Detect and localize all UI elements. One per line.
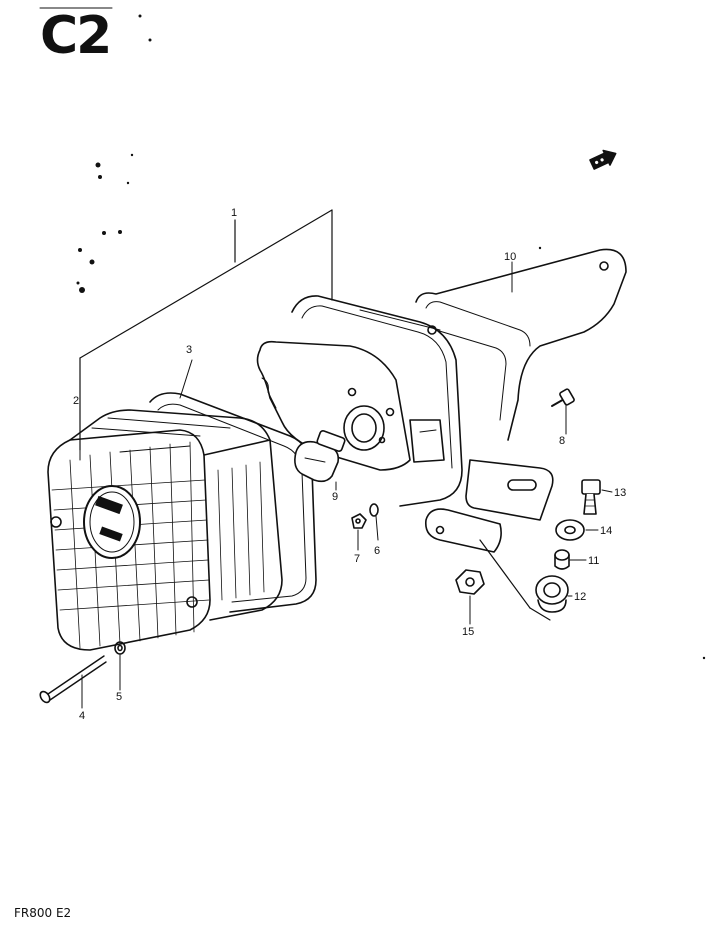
bolt-13 <box>581 479 601 515</box>
callout-13: 13 <box>614 487 627 499</box>
callout-1: 1 <box>231 207 238 219</box>
callout-12: 12 <box>574 591 587 603</box>
callout-9: 9 <box>332 491 339 503</box>
model-code: FR800 E2 <box>14 906 72 920</box>
callout-4: 4 <box>79 710 86 722</box>
callout-2: 2 <box>73 395 80 407</box>
callout-7: 7 <box>354 553 361 565</box>
title-marks <box>39 7 152 42</box>
scan-speckles <box>76 153 706 660</box>
mounting-bracket <box>415 248 627 621</box>
collar-11 <box>554 549 570 570</box>
callout-15: 15 <box>462 626 475 638</box>
washer-14 <box>555 519 585 541</box>
washer-5 <box>114 641 126 655</box>
callout-5: 5 <box>116 691 123 703</box>
leader-lines <box>79 261 613 709</box>
callout-6: 6 <box>374 545 381 557</box>
plate-code: C2 <box>40 6 112 66</box>
lamp-housing <box>256 295 463 507</box>
washer-6 <box>369 503 379 517</box>
nut-15 <box>455 569 485 595</box>
connector-icon <box>589 149 617 170</box>
nut-7 <box>351 513 367 529</box>
bulb <box>294 430 346 483</box>
tail-lamp-lens <box>47 409 283 651</box>
callout-11: 11 <box>588 555 600 567</box>
long-bolt <box>39 655 107 704</box>
callout-14: 14 <box>600 525 613 537</box>
screw-8 <box>551 388 575 407</box>
callout-8: 8 <box>559 435 566 447</box>
cushion-12 <box>535 575 569 613</box>
callout-10: 10 <box>504 251 517 263</box>
callout-3: 3 <box>186 344 193 356</box>
